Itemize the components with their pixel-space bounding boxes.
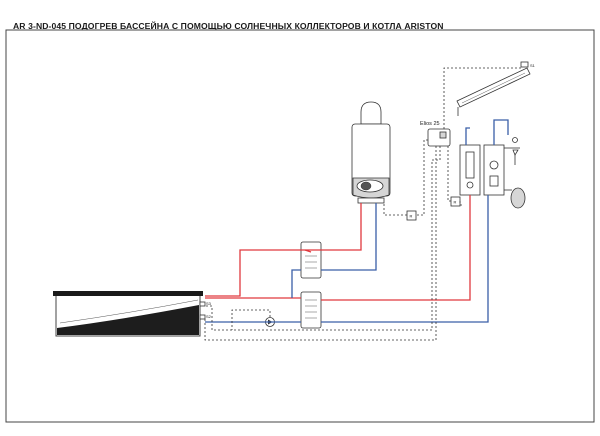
solar-group-left xyxy=(459,144,481,196)
solar-collector-icon: S1 xyxy=(456,61,536,116)
safety-valve xyxy=(504,137,520,165)
relay-b: R xyxy=(450,196,461,207)
heat-exchanger-upper-icon xyxy=(300,241,322,279)
controller-elios-25: Elios 25 xyxy=(420,121,451,147)
heat-exchanger-lower-icon xyxy=(300,291,322,329)
cold-lines xyxy=(205,119,509,323)
page-title: AR 3-ND-045 ПОДОГРЕВ БАССЕЙНА С ПОМОЩЬЮ … xyxy=(13,21,444,31)
hot-lines xyxy=(205,195,471,301)
relay-a: R xyxy=(406,210,417,221)
solar-group-right xyxy=(483,144,505,196)
relay-a-label: R xyxy=(410,214,413,219)
sensor-s3: S3 xyxy=(199,301,212,307)
diagram-frame xyxy=(5,29,595,423)
controller-label: Elios 25 xyxy=(420,121,440,127)
boiler-icon xyxy=(351,101,391,204)
pool-icon xyxy=(53,291,203,337)
expansion-tank-icon xyxy=(504,187,526,209)
sensor-s3-label: S3 xyxy=(206,301,212,306)
relay-b-label: R xyxy=(454,200,457,205)
sensor-s2-label: S2 xyxy=(206,314,212,319)
sensor-s2: S2 xyxy=(199,314,212,320)
control-lines xyxy=(204,67,521,341)
sensor-s1-label: S1 xyxy=(530,63,536,68)
